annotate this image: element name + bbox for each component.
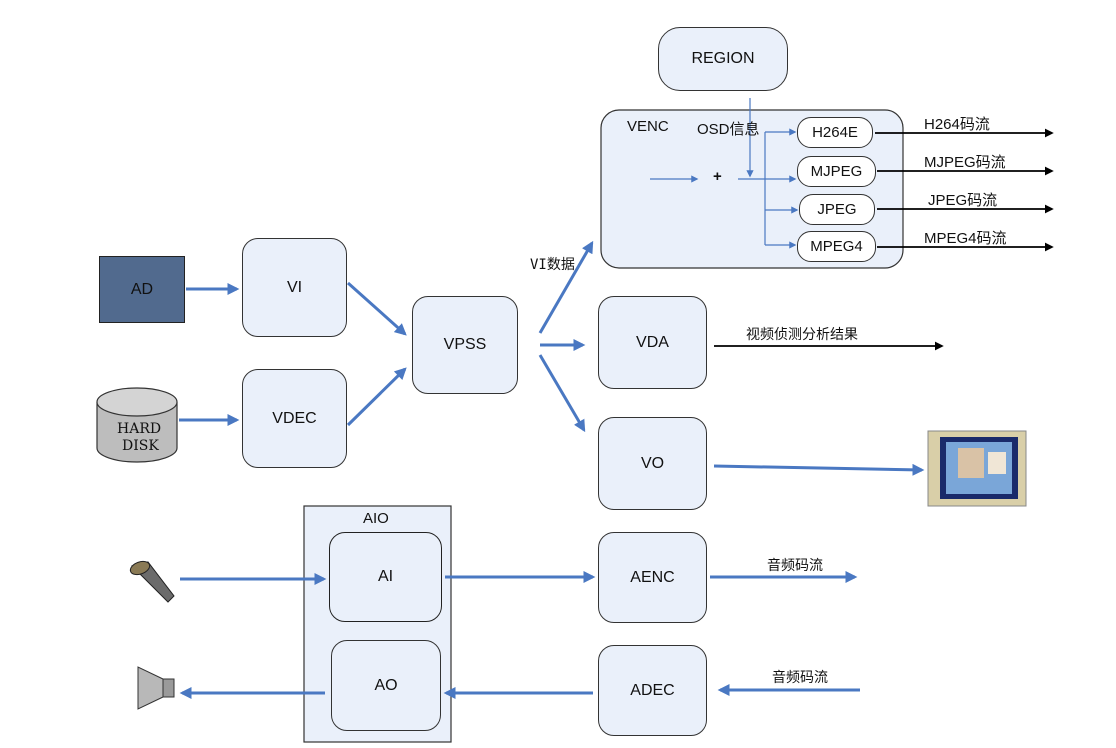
- plus-sign: +: [713, 168, 722, 185]
- hard-disk-label-line1: HARD: [117, 421, 162, 437]
- vdec-block: VDEC: [242, 369, 347, 468]
- aenc-stream-label: 音频码流: [767, 558, 823, 574]
- stream-label-mpeg4: MPEG4码流: [924, 230, 1007, 247]
- region-label: REGION: [691, 50, 755, 67]
- venc-label: VENC: [627, 118, 669, 135]
- vo-label: VO: [640, 454, 665, 472]
- stream-label-mjpeg: MJPEG码流: [924, 154, 1006, 171]
- ai-block: AI: [329, 532, 442, 622]
- encoder-mpeg4: MPEG4: [797, 231, 876, 262]
- encoder-h264e: H264E: [797, 117, 873, 148]
- vda-result-label: 视频侦测分析结果: [746, 327, 858, 343]
- signal-arrows: [179, 240, 925, 699]
- adec-stream-label: 音频码流: [772, 670, 828, 686]
- venc-internal-arrows: [650, 98, 799, 249]
- venc-container: [600, 109, 904, 269]
- aio-label: AIO: [363, 510, 389, 527]
- encoder-jpeg-label: JPEG: [817, 201, 857, 218]
- ai-label: AI: [377, 568, 394, 585]
- aenc-block: AENC: [598, 532, 707, 623]
- vdec-label: VDEC: [272, 409, 317, 427]
- vpss-label: VPSS: [443, 336, 487, 353]
- vi-label: VI: [286, 278, 303, 296]
- vpss-block: VPSS: [412, 296, 518, 394]
- vda-label: VDA: [636, 333, 669, 351]
- hard-disk-icon: [96, 387, 178, 463]
- stream-label-jpeg: JPEG码流: [928, 192, 998, 209]
- hard-disk-label-line2: DISK: [122, 438, 159, 454]
- vda-block: VDA: [598, 296, 707, 389]
- speaker-icon: [137, 666, 175, 710]
- ad-label: AD: [130, 280, 154, 298]
- encoder-mjpeg: MJPEG: [797, 156, 876, 187]
- vi-data-label: VI数据: [530, 257, 575, 273]
- monitor-icon: [927, 430, 1027, 507]
- ad-block: AD: [99, 256, 185, 323]
- osd-label: OSD信息: [697, 121, 760, 138]
- ao-label: AO: [374, 676, 398, 694]
- microphone-icon: [129, 560, 175, 603]
- adec-block: ADEC: [598, 645, 707, 736]
- region-block: REGION: [658, 27, 788, 91]
- vi-block: VI: [242, 238, 347, 337]
- ao-block: AO: [331, 640, 441, 731]
- aenc-label: AENC: [630, 568, 675, 586]
- vo-block: VO: [598, 417, 707, 510]
- adec-label: ADEC: [630, 681, 675, 699]
- encoder-mjpeg-label: MJPEG: [810, 163, 863, 180]
- encoder-jpeg: JPEG: [799, 194, 875, 225]
- encoder-h264e-label: H264E: [812, 124, 858, 141]
- stream-label-h264: H264码流: [924, 116, 990, 133]
- encoder-mpeg4-label: MPEG4: [810, 238, 863, 255]
- output-arrows: [714, 128, 1054, 351]
